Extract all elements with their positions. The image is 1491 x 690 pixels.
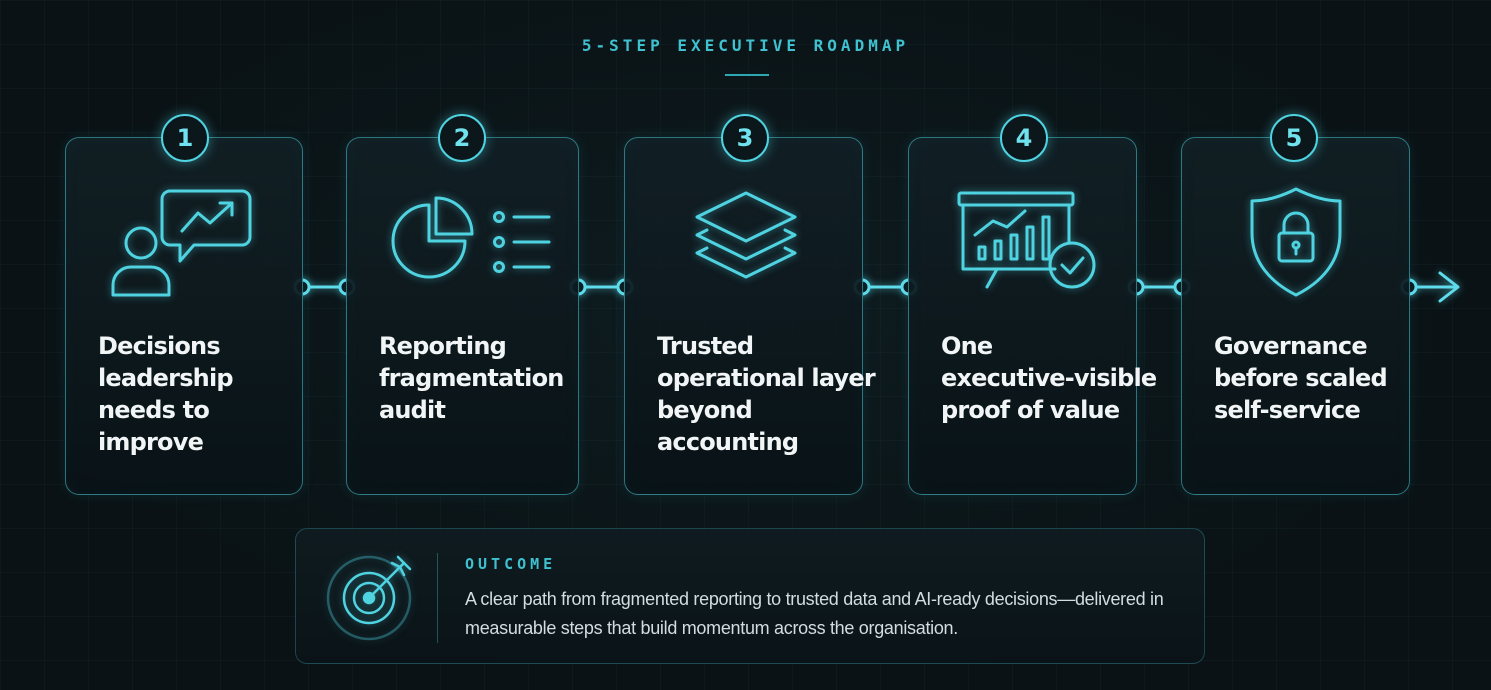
outcome-divider — [437, 553, 438, 643]
roadmap-title: 5-STEP EXECUTIVE ROADMAP — [581, 36, 910, 55]
step-number-badge: 2 — [438, 114, 486, 162]
outcome-description: A clear path from fragmented reporting t… — [465, 589, 1164, 638]
step-card-1: 1 Decisions leadership needs to improve — [65, 114, 303, 495]
outcome-panel: OUTCOME A clear path from fragmented rep… — [295, 528, 1205, 664]
step-number-badge: 1 — [161, 114, 209, 162]
target-arrow-icon — [326, 553, 414, 646]
step-card-5: 5 Governance before scaled self-service — [1181, 114, 1410, 495]
step-label: Trusted operational layer beyond account… — [657, 332, 876, 456]
step-label: One executive-visible proof of value — [941, 332, 1157, 424]
step-card-2: 2 Reporting fragmentation audit — [346, 114, 579, 495]
step-number-badge: 3 — [721, 114, 769, 162]
step-label: Reporting fragmentation audit — [379, 332, 564, 424]
step-label: Governance before scaled self-service — [1214, 332, 1388, 424]
person-chart-speech-icon — [108, 183, 258, 303]
outcome-title: OUTCOME — [465, 555, 557, 573]
step-card-4: 4 One executive-visible proof of value — [908, 114, 1157, 495]
step-card-3: 3 Trusted operational layer beyond accou… — [624, 114, 876, 495]
shield-lock-icon — [1246, 183, 1346, 301]
pie-chart-list-icon — [387, 183, 557, 293]
title-underline — [725, 74, 769, 76]
step-label: Decisions leadership needs to improve — [98, 332, 234, 456]
step-number-badge: 4 — [1000, 114, 1048, 162]
step-number-badge: 5 — [1270, 114, 1318, 162]
layers-icon — [691, 183, 801, 293]
presentation-chart-check-icon — [955, 183, 1105, 298]
